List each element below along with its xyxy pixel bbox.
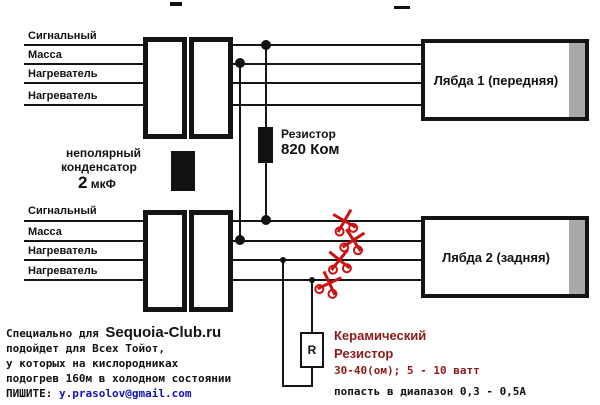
wire-label-heater2-rear: Нагреватель: [28, 265, 98, 277]
junction-dot: [235, 58, 245, 68]
junction-dot: [309, 277, 315, 283]
lambda2-label: Лябда 2 (задняя): [442, 249, 550, 265]
resistor-820k-name: Резистор: [281, 127, 336, 141]
lambda1-stripe: [569, 43, 585, 117]
connector2-cell-right: [189, 210, 233, 312]
wire-heater1-front-right: [233, 82, 421, 84]
wire-signal-front-right: [233, 44, 421, 46]
wire-heater2-rear-left: [24, 279, 143, 281]
ceramic-label-line1: Керамический: [334, 328, 427, 343]
footer-line3: у которых на кислородниках: [6, 357, 179, 370]
footer-contact-label: ПИШИТЕ:: [6, 387, 59, 400]
ceramic-right-vertical-bottom: [311, 366, 313, 387]
footer-line2: подойдет для Всех Тойот,: [6, 342, 165, 355]
footer-email: y.prasolov@gmail.com: [58, 387, 192, 400]
link-ground-vertical: [239, 63, 241, 240]
wire-label-heater1-front: Нагреватель: [28, 68, 98, 80]
ceramic-label-line2: Резистор: [334, 346, 394, 361]
connector2-cell-left: [143, 210, 187, 312]
wire-ground-rear-right: [233, 240, 421, 242]
footer-lead: Специально для Sequoia-Club.ru: [6, 324, 221, 341]
wire-heater1-rear-right: [233, 259, 421, 261]
wire-label-heater1-rear: Нагреватель: [28, 245, 98, 257]
wire-label-heater2-front: Нагреватель: [28, 90, 98, 102]
capacitor-label-line2: конденсатор: [61, 160, 137, 174]
wire-ground-rear-left: [24, 240, 143, 242]
wire-ground-front-left: [24, 63, 143, 65]
wire-ground-front-right: [233, 63, 421, 65]
wire-label-signal-rear: Сигнальный: [28, 205, 97, 217]
ceramic-left-vertical: [282, 259, 284, 386]
ceramic-spec: 30-40(ом); 5 - 10 ватт: [334, 364, 480, 377]
junction-dot: [280, 257, 286, 263]
wire-signal-rear-left: [24, 220, 143, 222]
capacitor-symbol: [171, 151, 195, 191]
ceramic-right-vertical-top: [311, 279, 313, 332]
footer-line4: подогрев 160м в холодном состоянии: [6, 372, 232, 385]
footer-lead-text: Специально для: [6, 327, 106, 340]
ceramic-note: попасть в диапазон 0,3 - 0,5А: [334, 385, 527, 398]
wire-heater2-front-right: [233, 104, 421, 106]
lambda1-box: Лябда 1 (передняя): [421, 39, 589, 121]
ceramic-bottom-wire: [282, 385, 313, 387]
wire-signal-rear-right: [233, 220, 421, 222]
footer-brand: Sequoia-Club.ru: [105, 324, 222, 341]
junction-dot: [261, 40, 271, 50]
lambda2-box: Лябда 2 (задняя): [421, 216, 589, 298]
capacitor-value-unit: мкФ: [87, 177, 116, 191]
footer-contact: ПИШИТЕ: y.prasolov@gmail.com: [6, 387, 191, 400]
artifact-mark: [170, 2, 182, 6]
capacitor-value: 2 мкФ: [78, 173, 116, 193]
wire-heater2-front-left: [24, 104, 143, 106]
lambda2-stripe: [569, 220, 585, 294]
capacitor-label-line1: неполярный: [66, 146, 142, 160]
wire-label-ground-rear: Масса: [28, 226, 62, 238]
connector1-cell-left: [143, 37, 187, 139]
wire-heater1-front-left: [24, 82, 143, 84]
capacitor-value-number: 2: [78, 173, 88, 192]
wire-label-ground-front: Масса: [28, 49, 62, 61]
lambda1-label: Лябда 1 (передняя): [433, 72, 559, 88]
wire-heater1-rear-left: [24, 259, 143, 261]
resistor-820k-value: 820 Ком: [281, 141, 340, 158]
wire-signal-front-left: [24, 44, 143, 46]
ceramic-resistor-symbol: R: [300, 332, 324, 368]
connector1-cell-right: [189, 37, 233, 139]
artifact-mark: [394, 6, 410, 9]
wire-label-signal-front: Сигнальный: [28, 30, 97, 42]
resistor-820k-symbol: [258, 127, 273, 163]
